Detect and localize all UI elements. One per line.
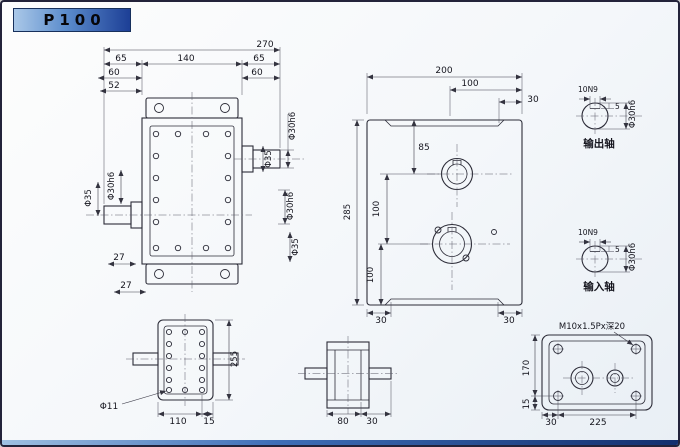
dim-key-height-output: 5: [615, 102, 620, 111]
dim-80: 80: [337, 417, 349, 427]
dia-right-shaft: Φ30h6: [288, 112, 298, 140]
output-shaft-label: 输出轴: [583, 137, 615, 150]
top-view: 255 Φ11 110 15: [100, 314, 245, 427]
dim-30: 30: [366, 417, 378, 427]
dim-30-bottom-left: 30: [375, 316, 387, 326]
front-view-dimensions: 270 65 140 65 60 60 52 27 27: [84, 40, 301, 295]
dim-225: 225: [589, 418, 606, 428]
thread-note: M10x1.5Px深20: [559, 322, 625, 332]
dim-65-left: 65: [115, 54, 126, 64]
dia-left-shoulder: Φ35: [84, 189, 94, 207]
top-view-bolt-holes: [165, 328, 206, 394]
dim-60-left: 60: [108, 68, 120, 78]
front-view: 270 65 140 65 60 60 52 27 27: [84, 40, 304, 295]
base-view: M10x1.5Px深20 170 15 30 225: [522, 322, 653, 428]
dim-30-base: 30: [545, 418, 557, 428]
dim-hole-dia: Φ11: [100, 402, 119, 412]
dim-60-right: 60: [251, 68, 263, 78]
dim-140: 140: [177, 54, 194, 64]
input-shaft-section: 10N9 5 Φ30h6 输入轴: [576, 228, 643, 293]
top-view-dimensions: 255 Φ11 110 15: [100, 319, 240, 427]
dim-200: 200: [435, 66, 452, 76]
side-view-dimensions: 200 100 30 285 85 100 100: [343, 66, 539, 326]
dim-100-mid: 100: [372, 201, 382, 217]
dim-255: 255: [230, 351, 240, 367]
dim-52: 52: [108, 81, 119, 91]
bottom-accent-strip: [2, 440, 678, 445]
base-corner-holes: [552, 343, 642, 402]
dim-key-height-input: 5: [615, 245, 620, 254]
end-view: 80 30: [298, 336, 398, 427]
dim-15: 15: [203, 417, 214, 427]
dia-right-lower-shaft: Φ30h6: [286, 192, 296, 220]
dim-30-bottom-right: 30: [503, 316, 515, 326]
dim-285: 285: [343, 204, 353, 220]
dim-65-right: 65: [253, 54, 264, 64]
dim-30-top: 30: [527, 95, 539, 105]
dim-27-upper: 27: [113, 253, 124, 263]
output-shaft-section: 10N9 5 Φ30h6 输出轴: [576, 85, 643, 150]
dia-output-shaft: Φ30h6: [628, 100, 638, 128]
dia-left-shaft: Φ30h6: [107, 172, 117, 200]
dim-270: 270: [256, 40, 273, 50]
base-outline: [541, 334, 653, 411]
dim-110: 110: [169, 417, 186, 427]
dim-15-base: 15: [522, 399, 532, 410]
dim-100-top: 100: [461, 79, 478, 89]
dia-input-shaft: Φ30h6: [628, 243, 638, 271]
side-view: 200 100 30 285 85 100 100: [343, 66, 539, 326]
dim-85: 85: [418, 143, 429, 153]
base-view-dimensions: M10x1.5Px深20 170 15 30 225: [522, 322, 637, 428]
dia-right-lower-shoulder: Φ35: [291, 238, 301, 256]
dim-keyway-input: 10N9: [578, 228, 598, 237]
dim-100-bottom: 100: [366, 267, 376, 283]
dim-keyway-output: 10N9: [578, 85, 598, 94]
input-shaft-label: 输入轴: [583, 280, 615, 293]
page-title: P100: [13, 8, 131, 32]
dim-170: 170: [522, 360, 532, 376]
dim-27-lower: 27: [120, 281, 131, 291]
dia-right-shoulder: Φ35: [264, 150, 274, 168]
face-bolt-holes: [152, 130, 232, 252]
side-outline: [366, 119, 523, 306]
end-view-dimensions: 80 30: [326, 381, 392, 427]
